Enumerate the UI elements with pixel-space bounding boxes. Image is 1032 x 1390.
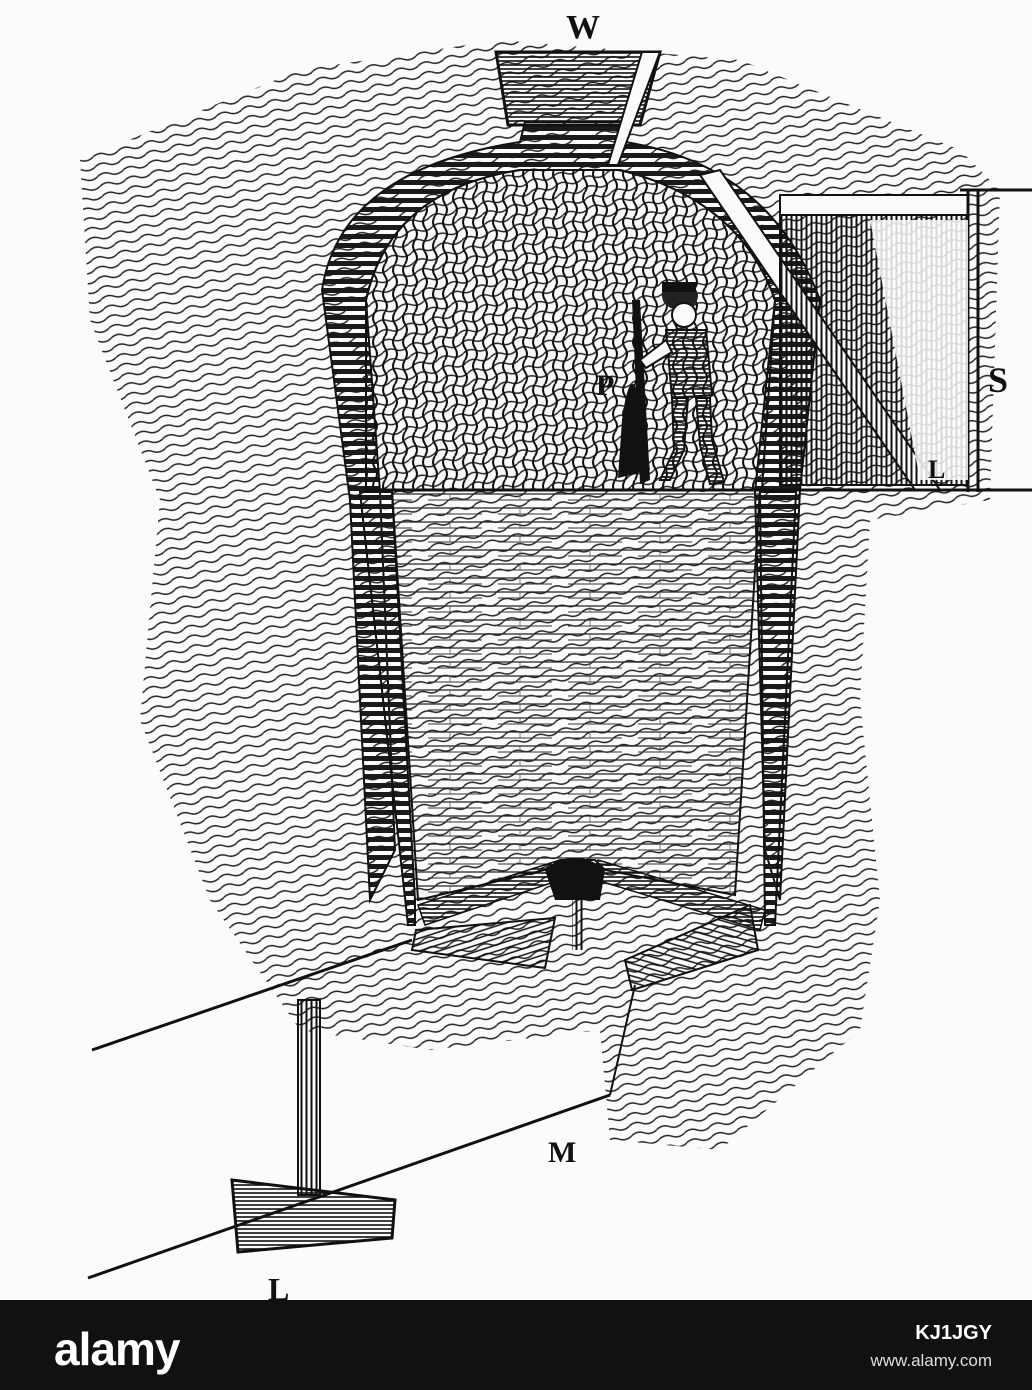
alamy-logo: alamy — [54, 1323, 180, 1375]
label-l-block: L — [268, 1271, 289, 1300]
grate-bars — [417, 859, 766, 931]
worker-figure — [618, 282, 726, 486]
limestone-charge — [390, 489, 762, 902]
label-w: W — [566, 9, 600, 46]
label-l-ladder: L — [928, 455, 945, 484]
engraving-figure: W P S L M L — [80, 9, 1032, 1300]
label-m: M — [548, 1136, 576, 1169]
bottom-block — [230, 1178, 397, 1254]
ash-pit-passage — [87, 938, 636, 1280]
foot-slabs — [410, 903, 760, 992]
kiln-dome-interior — [365, 169, 777, 491]
image-meta: KJ1JGY www.alamy.com — [870, 1320, 992, 1374]
source-url: www.alamy.com — [870, 1351, 992, 1370]
watermark-bar: alamy KJ1JGY www.alamy.com — [0, 1300, 1032, 1390]
kiln-wall — [320, 121, 822, 926]
label-p: P — [596, 369, 614, 402]
top-hopper — [494, 50, 662, 166]
shed — [779, 188, 1032, 492]
image-id: KJ1JGY — [915, 1322, 992, 1344]
label-s: S — [988, 360, 1008, 400]
